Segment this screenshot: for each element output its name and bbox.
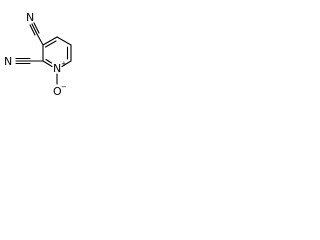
bond-c6-n1 xyxy=(61,60,72,68)
triple-bond-top-a xyxy=(31,23,38,35)
bond-n1-c2 xyxy=(42,60,53,68)
charge-plus: + xyxy=(61,60,67,68)
bond-c3-c4 xyxy=(42,36,58,46)
bond-c3-cn xyxy=(36,33,44,46)
bond-n1-c2-inner xyxy=(45,58,53,64)
ring-nitrogen: N + xyxy=(53,60,67,75)
cyano-group-top: N xyxy=(26,11,44,46)
bond-c3-c4-inner xyxy=(44,40,57,48)
atom-o-oxide: O xyxy=(53,85,62,98)
atom-n-cyano-top: N xyxy=(26,11,34,24)
bond-c4-c5 xyxy=(56,36,72,46)
atom-n-ring: N xyxy=(53,62,61,75)
charge-minus: − xyxy=(61,83,67,91)
n-oxide-group: O − xyxy=(53,73,67,98)
cyano-group-left: N xyxy=(4,55,44,68)
triple-bond-top-b xyxy=(33,22,40,34)
triple-bond-top-c xyxy=(29,24,36,36)
atom-n-cyano-left: N xyxy=(4,55,12,68)
pyridine-ring xyxy=(42,36,72,68)
structure-diagram: N N N + O − xyxy=(4,11,72,98)
